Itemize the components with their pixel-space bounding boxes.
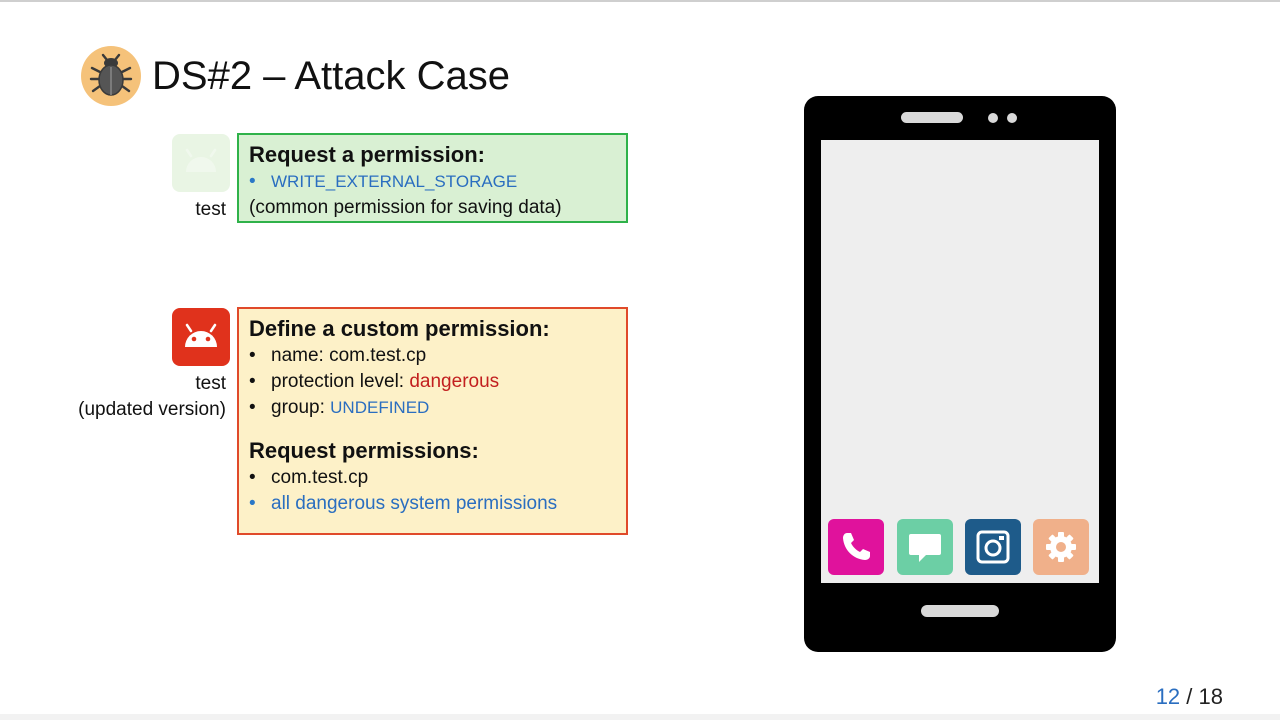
camera-icon — [965, 519, 1021, 575]
define-permission-box: Define a custom permission: name: com.te… — [237, 307, 628, 535]
android-app-icon-faded — [172, 134, 230, 192]
request-permissions-heading: Request permissions: — [249, 438, 479, 463]
page-separator: / — [1180, 684, 1199, 709]
phone-sensor-dot — [1007, 113, 1017, 123]
android-app-icon — [172, 308, 230, 366]
message-icon — [897, 519, 953, 575]
phone-illustration — [804, 96, 1116, 652]
page-title: DS#2 – Attack Case — [152, 54, 510, 98]
app-caption-line: test — [195, 199, 226, 220]
phone-camera-dot — [988, 113, 998, 123]
top-border — [0, 0, 1280, 2]
spacer — [249, 421, 616, 437]
phone-screen — [821, 140, 1099, 583]
settings-icon — [1033, 519, 1089, 575]
list-item: protection level: dangerous — [249, 369, 616, 395]
bug-icon — [81, 46, 141, 106]
app-caption-line: (updated version) — [78, 399, 226, 420]
bottom-shade — [0, 714, 1280, 720]
app-caption-test: test — [195, 197, 226, 223]
phone-icon — [828, 519, 884, 575]
android-icon — [185, 323, 217, 347]
phone-speaker — [901, 112, 963, 123]
page-number: 12 / 18 — [1156, 684, 1223, 710]
request-box-note: (common permission for saving data) — [249, 197, 562, 218]
list-item: WRITE_EXTERNAL_STORAGE — [249, 169, 616, 195]
page-current: 12 — [1155, 684, 1181, 709]
android-icon — [185, 148, 217, 172]
app-caption-test-updated: test (updated version) — [78, 371, 226, 423]
list-item: all dangerous system permissions — [249, 491, 616, 517]
phone-home-button — [921, 605, 999, 617]
request-box-heading: Request a permission: — [249, 142, 485, 167]
list-item: com.test.cp — [249, 465, 616, 491]
page-total: 18 — [1198, 684, 1223, 709]
request-permission-box: Request a permission: WRITE_EXTERNAL_STO… — [237, 133, 628, 223]
list-item: group: UNDEFINED — [249, 395, 616, 421]
define-box-heading: Define a custom permission: — [249, 316, 550, 341]
list-item: name: com.test.cp — [249, 343, 616, 369]
app-caption-line: test — [195, 373, 226, 394]
